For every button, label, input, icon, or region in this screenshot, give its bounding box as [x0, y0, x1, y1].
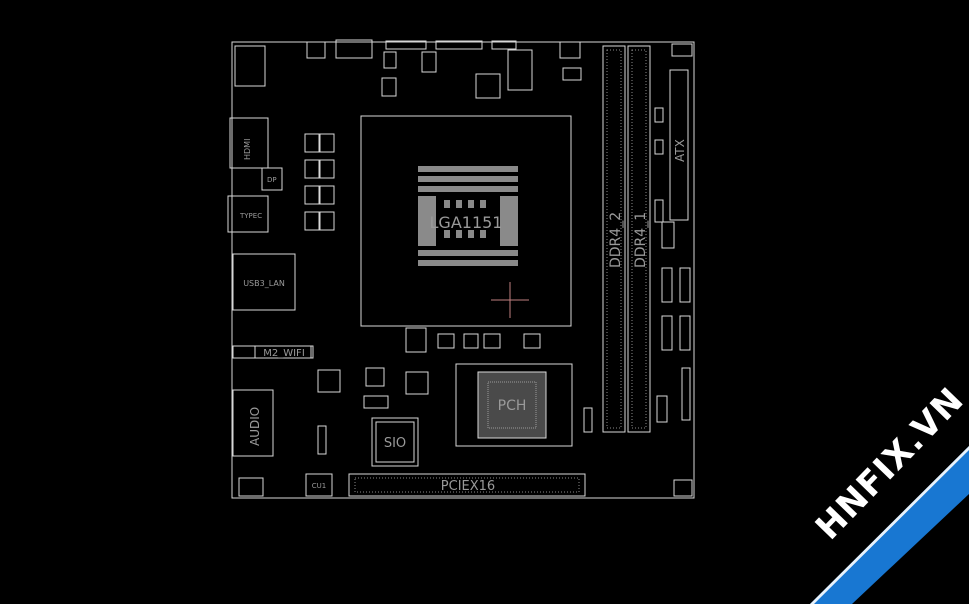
- cu1-label: CU1: [312, 482, 326, 490]
- pch-chip[interactable]: PCH: [455, 363, 573, 447]
- audio-connector[interactable]: AUDIO: [248, 407, 262, 446]
- vrm-components: [304, 49, 582, 231]
- dp-port[interactable]: DP: [267, 176, 277, 184]
- m2-wifi-label: M2_WIFI: [263, 348, 305, 359]
- cursor-crosshair-icon: [491, 282, 529, 318]
- usb-lan-port[interactable]: USB3_LAN: [243, 279, 285, 288]
- atx-label: ATX: [673, 139, 687, 162]
- right-side-components: [654, 107, 693, 497]
- ddr-slot-2[interactable]: DDR4_2: [602, 45, 626, 433]
- pcie-label: PCIEX16: [441, 479, 495, 494]
- top-headers: [306, 39, 693, 59]
- atx-connector[interactable]: ATX: [669, 69, 689, 221]
- ddr-slot-1-label: DDR4_1: [633, 212, 649, 268]
- ddr-slot-2-label: DDR4_2: [608, 212, 624, 268]
- usb-lan-label: USB3_LAN: [243, 279, 285, 288]
- sio-label: SIO: [384, 436, 406, 451]
- audio-label: AUDIO: [248, 407, 262, 446]
- board-outline: [231, 41, 695, 499]
- sio-chip[interactable]: SIO: [371, 417, 419, 467]
- pch-label: PCH: [498, 398, 527, 414]
- cpu-socket-label: LGA1151: [430, 213, 503, 232]
- ddr-slot-1[interactable]: DDR4_1: [627, 45, 651, 433]
- hdmi-label: HDMI: [243, 139, 252, 160]
- typec-port[interactable]: TYPEC: [239, 212, 262, 220]
- cu1-component[interactable]: CU1: [312, 482, 326, 490]
- cpu-socket[interactable]: LGA1151: [360, 115, 572, 327]
- m2-wifi-slot[interactable]: M2_WIFI: [254, 345, 314, 359]
- hdmi-port[interactable]: HDMI: [243, 139, 252, 160]
- rear-io-components: [227, 45, 333, 497]
- dp-label: DP: [267, 176, 277, 184]
- misc-components: [317, 327, 593, 455]
- watermark-ribbon: [810, 446, 969, 604]
- typec-label: TYPEC: [239, 212, 262, 220]
- pcie-x16-slot[interactable]: PCIEX16: [348, 473, 586, 497]
